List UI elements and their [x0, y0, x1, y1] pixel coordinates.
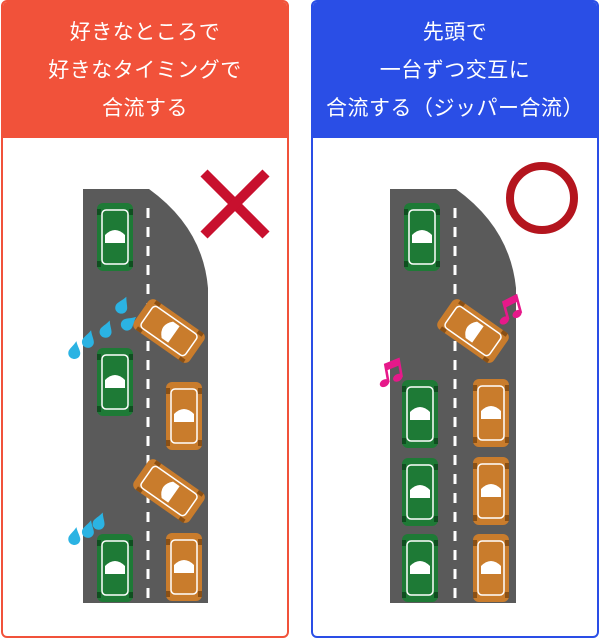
heading-line: 合流する	[102, 96, 188, 120]
green-car	[96, 347, 134, 417]
orange-car	[472, 456, 510, 526]
bad-merge-heading: 好きなところで 好きなタイミングで 合流する	[3, 2, 287, 138]
zipper-merge-heading: 先頭で 一台ずつ交互に 合流する（ジッパー合流）	[313, 2, 597, 138]
cross-mark-icon	[200, 169, 270, 239]
circle-mark-icon	[506, 162, 578, 234]
orange-car	[472, 378, 510, 448]
heading-line: 一台ずつ交互に	[379, 58, 531, 82]
zipper-merge-illustration	[373, 162, 578, 603]
heading-line: 合流する（ジッパー合流）	[326, 96, 584, 120]
bad-merge-panel: 好きなところで 好きなタイミングで 合流する	[1, 0, 289, 638]
orange-car	[165, 381, 203, 451]
green-car	[401, 379, 439, 449]
heading-line: 好きなタイミングで	[48, 58, 242, 82]
heading-line: 先頭で	[422, 20, 488, 44]
green-car	[401, 533, 439, 603]
zipper-merge-panel: 先頭で 一台ずつ交互に 合流する（ジッパー合流）	[311, 0, 599, 638]
green-car	[401, 457, 439, 527]
green-car	[403, 202, 441, 272]
green-car	[96, 533, 134, 603]
orange-car	[472, 533, 510, 603]
heading-line: 好きなところで	[69, 20, 221, 44]
orange-car	[165, 532, 203, 602]
green-car	[96, 202, 134, 272]
bad-merge-illustration	[67, 169, 270, 603]
